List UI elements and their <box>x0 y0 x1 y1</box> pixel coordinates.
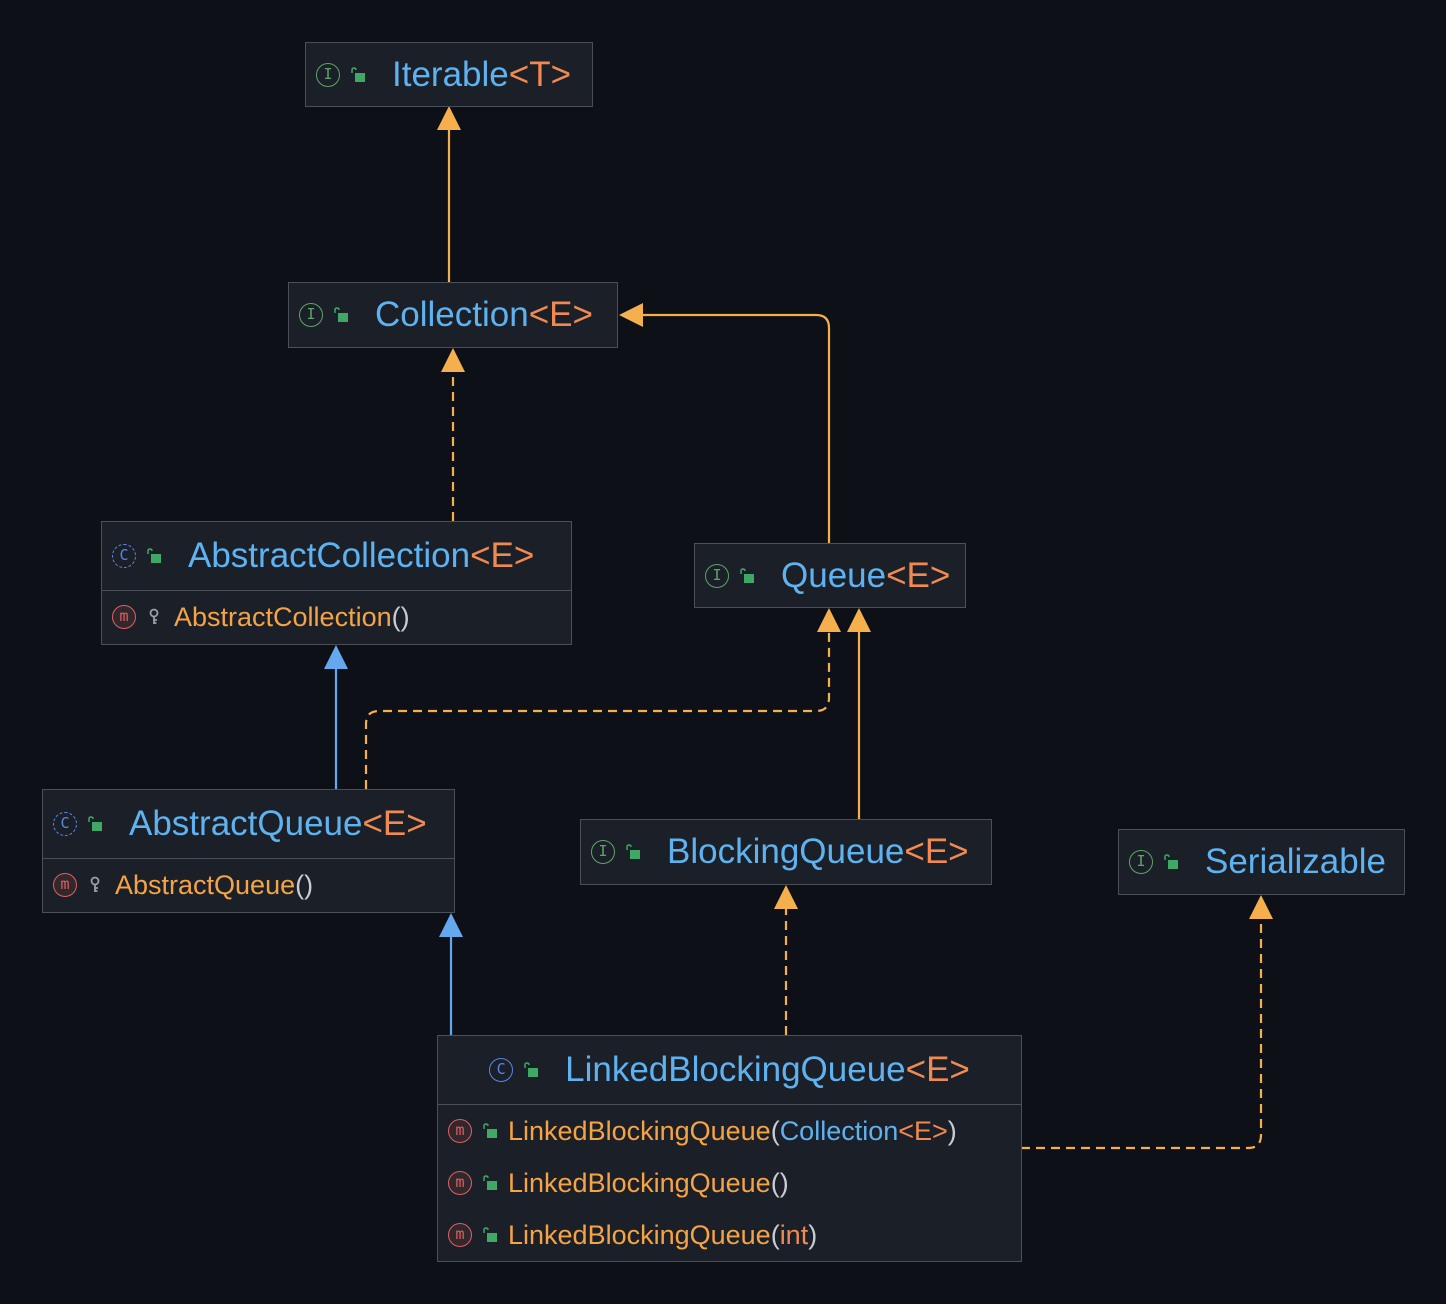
node-blocking-queue[interactable]: I BlockingQueue<E> <box>580 819 992 885</box>
edge-linkedblockingqueue-to-serializable <box>1021 918 1263 1150</box>
interface-icon: I <box>299 303 323 327</box>
member-divider <box>43 858 454 859</box>
method-signature: AbstractCollection() <box>174 601 410 632</box>
abstract-class-icon: C <box>53 812 77 836</box>
interface-icon: I <box>705 564 729 588</box>
method-icon: m <box>448 1171 472 1195</box>
arrowhead-iterable <box>437 106 461 130</box>
public-lock-icon <box>146 548 162 564</box>
member-row[interactable]: m LinkedBlockingQueue(int) <box>448 1213 817 1257</box>
method-icon: m <box>448 1119 472 1143</box>
arrowhead-serializable <box>1249 895 1273 919</box>
interface-icon: I <box>591 840 615 864</box>
arrowhead-blockingqueue <box>774 885 798 909</box>
class-icon: C <box>489 1058 514 1082</box>
arrowhead-abstractcollection <box>324 645 348 669</box>
method-signature: AbstractQueue() <box>115 869 314 900</box>
arrowhead-queue-right <box>847 608 871 632</box>
class-title: LinkedBlockingQueue<E> <box>565 1050 970 1089</box>
method-signature: LinkedBlockingQueue() <box>508 1167 789 1198</box>
class-title: Iterable<T> <box>392 55 572 94</box>
method-icon: m <box>448 1223 472 1247</box>
node-linked-blocking-queue[interactable]: C LinkedBlockingQueue<E> m LinkedBlockin… <box>437 1035 1022 1262</box>
node-collection[interactable]: I Collection<E> <box>288 282 618 348</box>
edge-abstractqueue-to-queue <box>364 632 831 789</box>
edge-queue-to-collection <box>642 313 831 543</box>
public-lock-icon <box>1163 854 1179 870</box>
protected-key-icon <box>148 608 160 626</box>
member-divider <box>102 590 571 591</box>
member-row[interactable]: m AbstractQueue() <box>53 863 313 907</box>
member-row[interactable]: m LinkedBlockingQueue(Collection<E>) <box>448 1109 957 1153</box>
member-row[interactable]: m AbstractCollection() <box>112 595 410 639</box>
public-lock-icon <box>523 1062 539 1078</box>
arrowhead-collection-bottom <box>441 348 465 372</box>
public-lock-icon <box>482 1175 498 1191</box>
member-divider <box>438 1104 1021 1105</box>
class-title: AbstractQueue<E> <box>129 804 427 843</box>
public-lock-icon <box>482 1123 498 1139</box>
method-icon: m <box>53 873 77 897</box>
node-iterable[interactable]: I Iterable<T> <box>305 42 593 107</box>
public-lock-icon <box>625 844 641 860</box>
class-title: BlockingQueue<E> <box>667 832 969 871</box>
node-abstract-collection[interactable]: C AbstractCollection<E> m AbstractCollec… <box>101 521 572 645</box>
public-lock-icon <box>87 816 103 832</box>
public-lock-icon <box>333 307 349 323</box>
abstract-class-icon: C <box>112 544 136 568</box>
method-signature: LinkedBlockingQueue(int) <box>508 1219 818 1250</box>
public-lock-icon <box>350 67 366 83</box>
class-title: Collection<E> <box>375 295 593 334</box>
arrowhead-queue-left <box>817 608 841 632</box>
method-signature: LinkedBlockingQueue(Collection<E>) <box>508 1115 957 1146</box>
node-abstract-queue[interactable]: C AbstractQueue<E> m AbstractQueue() <box>42 789 455 913</box>
public-lock-icon <box>482 1227 498 1243</box>
node-serializable[interactable]: I Serializable <box>1118 829 1405 895</box>
method-icon: m <box>112 605 136 629</box>
class-title: Queue<E> <box>781 556 951 595</box>
node-queue[interactable]: I Queue<E> <box>694 543 966 608</box>
arrowhead-collection-right <box>619 303 643 327</box>
public-lock-icon <box>739 568 755 584</box>
member-row[interactable]: m LinkedBlockingQueue() <box>448 1161 789 1205</box>
interface-icon: I <box>1129 850 1153 874</box>
arrowhead-abstractqueue <box>439 913 463 937</box>
interface-icon: I <box>316 63 340 87</box>
class-title: AbstractCollection<E> <box>188 536 535 575</box>
class-title: Serializable <box>1205 842 1386 881</box>
protected-key-icon <box>89 876 101 894</box>
